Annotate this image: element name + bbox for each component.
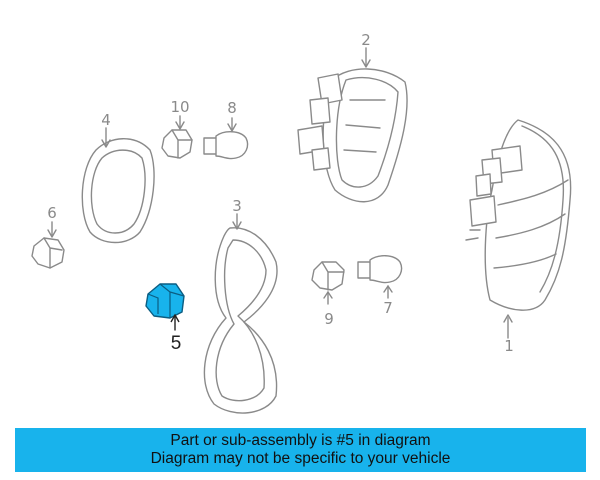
callout-2: 2 bbox=[361, 31, 371, 49]
part-8-bulb[interactable] bbox=[203, 117, 249, 160]
callout-10: 10 bbox=[170, 98, 189, 116]
callout-4: 4 bbox=[101, 111, 111, 129]
callout-7: 7 bbox=[383, 299, 393, 317]
callout-5[interactable]: 5 bbox=[171, 333, 182, 354]
part-9-socket[interactable] bbox=[311, 261, 345, 305]
callout-9: 9 bbox=[324, 310, 334, 328]
part-1-tail-lamp-assembly[interactable] bbox=[465, 119, 572, 339]
callout-1: 1 bbox=[504, 337, 514, 355]
callout-8: 8 bbox=[227, 99, 237, 117]
parts-diagram: 1 2 3 4 5 6 7 8 9 10 bbox=[31, 31, 572, 414]
part-7-bulb[interactable] bbox=[357, 255, 403, 299]
info-banner: Part or sub-assembly is #5 in diagram Di… bbox=[15, 428, 586, 472]
banner-line-2: Diagram may not be specific to your vehi… bbox=[150, 450, 451, 467]
part-6-nut[interactable] bbox=[31, 221, 65, 269]
part-5-socket[interactable] bbox=[145, 283, 185, 331]
part-2-lamp-housing[interactable] bbox=[297, 47, 408, 203]
part-3-lens-gasket[interactable] bbox=[203, 213, 278, 414]
part-4-housing-gasket[interactable] bbox=[81, 127, 155, 244]
callout-3: 3 bbox=[232, 197, 242, 215]
banner-line-1: Part or sub-assembly is #5 in diagram bbox=[170, 432, 431, 449]
callout-6: 6 bbox=[47, 204, 57, 222]
part-10-socket[interactable] bbox=[161, 115, 193, 159]
